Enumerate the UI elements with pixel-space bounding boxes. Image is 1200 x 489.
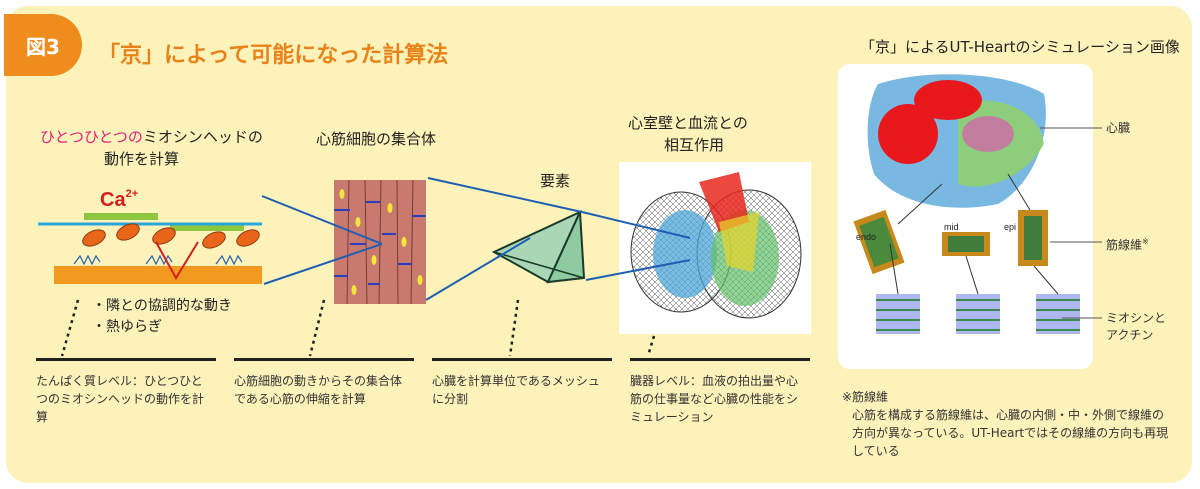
connector-cells-tetra-top (427, 177, 583, 213)
myosin-head-5 (236, 229, 260, 247)
blood-jet-mid (719, 212, 759, 272)
sim-leaders (889, 173, 1059, 295)
cells-title: 心筋細胞の集合体 (316, 130, 437, 148)
myosin-head-3 (152, 227, 176, 245)
sim-heart-red-left (878, 104, 938, 164)
caption-interaction: 臓器レベル：血液の拍出量や心筋の仕事量など心臓の性能をシミュレーション (630, 374, 799, 424)
rule-cells (234, 358, 414, 361)
myosin-head-4 (202, 231, 226, 249)
caption-element: 心臓を計算単位であるメッシュに分割 (432, 374, 600, 406)
figure-title: 「京」によって可能になった計算法 (98, 43, 449, 68)
cardiac-cells-image (334, 179, 426, 305)
interaction-title-line1: 心室壁と血流との (628, 114, 748, 132)
caption-cells: 心筋細胞の動きからその集合体である心筋の伸縮を計算 (234, 374, 403, 406)
myosin-title: ひとつひとつのミオシンヘッドの (40, 126, 263, 148)
sim-heart-magenta (962, 116, 1014, 152)
sim-label-heart: 心臓 (1106, 121, 1131, 135)
tetrahedron-element (491, 209, 586, 284)
myosin-bullet-1: ・隣との協調的な動き (92, 298, 232, 314)
caption-myosin: たんぱく質レベル：ひとつひとつのミオシンヘッドの動作を計算 (36, 374, 205, 424)
sim-label-endo: endo (856, 232, 876, 242)
sim-label-epi: epi (1004, 222, 1016, 232)
blood-jet (699, 172, 749, 232)
cell-nuclei (339, 189, 423, 295)
troponin-bar-2 (170, 224, 244, 231)
myosin-head-1 (82, 229, 106, 247)
myosin-title-rest: ミオシンヘッドの (142, 128, 263, 146)
sim-label-fiber: 筋線維※ (1106, 234, 1149, 253)
connector-myosin-cells-bottom (263, 243, 383, 285)
footnote-text: 心筋を構成する筋線維は、心臓の内側・中・外側で線維の方向が異なっている。UT-H… (852, 408, 1169, 458)
spring-3 (215, 254, 243, 266)
leader-myosin (60, 299, 80, 357)
intercalated-discs (334, 201, 426, 285)
ca-label: Ca2+ (100, 188, 138, 211)
troponin-bar-1 (84, 213, 158, 220)
interaction-title-line2: 相互作用 (664, 136, 725, 154)
leader-element (508, 299, 520, 357)
ca-sup: 2+ (126, 188, 139, 200)
sim-label-fiber-text: 筋線維 (1106, 238, 1143, 252)
myosin-head-2 (116, 223, 140, 241)
sim-label-myosin-line1: ミオシンと (1106, 311, 1167, 325)
spring-2 (145, 254, 173, 266)
sim-label-mid: mid (944, 222, 959, 232)
ut-heart-simulation-image: endo mid epi (853, 74, 1080, 334)
sim-label-fiber-mark: ※ (1142, 237, 1149, 246)
sim-myosin-actin (876, 294, 1080, 334)
simulation-title: 「京」によるUT-Heartのシミュレーション画像 (860, 38, 1180, 56)
myosin-diagram: Ca2+ (38, 188, 262, 284)
sim-label-myosin-line2: アクチン (1106, 328, 1154, 342)
connector-myosin-cells-top (261, 195, 383, 245)
connector-tetra-heart-top (581, 211, 691, 239)
sim-heart-red-top (914, 80, 982, 120)
myosin-title-line2: 動作を計算 (104, 150, 180, 168)
leader-cells (308, 299, 326, 357)
tetra-edge (493, 251, 585, 279)
ca-label-text: Ca (100, 189, 126, 211)
tetra-face-right (546, 211, 586, 284)
rule-element (432, 358, 612, 361)
footnote-title: ※筋線維 (842, 390, 889, 404)
figure-badge: 図3 (4, 14, 82, 76)
rule-interaction (630, 358, 810, 361)
element-title: 要素 (540, 172, 571, 190)
spring-1 (73, 254, 101, 266)
myosin-title-accent: ひとつひとつの (40, 128, 143, 146)
myosin-bullet-2: ・熱ゆらぎ (92, 319, 162, 335)
rule-myosin (36, 358, 216, 361)
cooperation-arrows (155, 241, 199, 280)
connector-cells-tetra-bottom (425, 237, 531, 301)
connector-tetra-heart-bottom (585, 259, 691, 281)
myosin-thick-filament (54, 266, 262, 284)
